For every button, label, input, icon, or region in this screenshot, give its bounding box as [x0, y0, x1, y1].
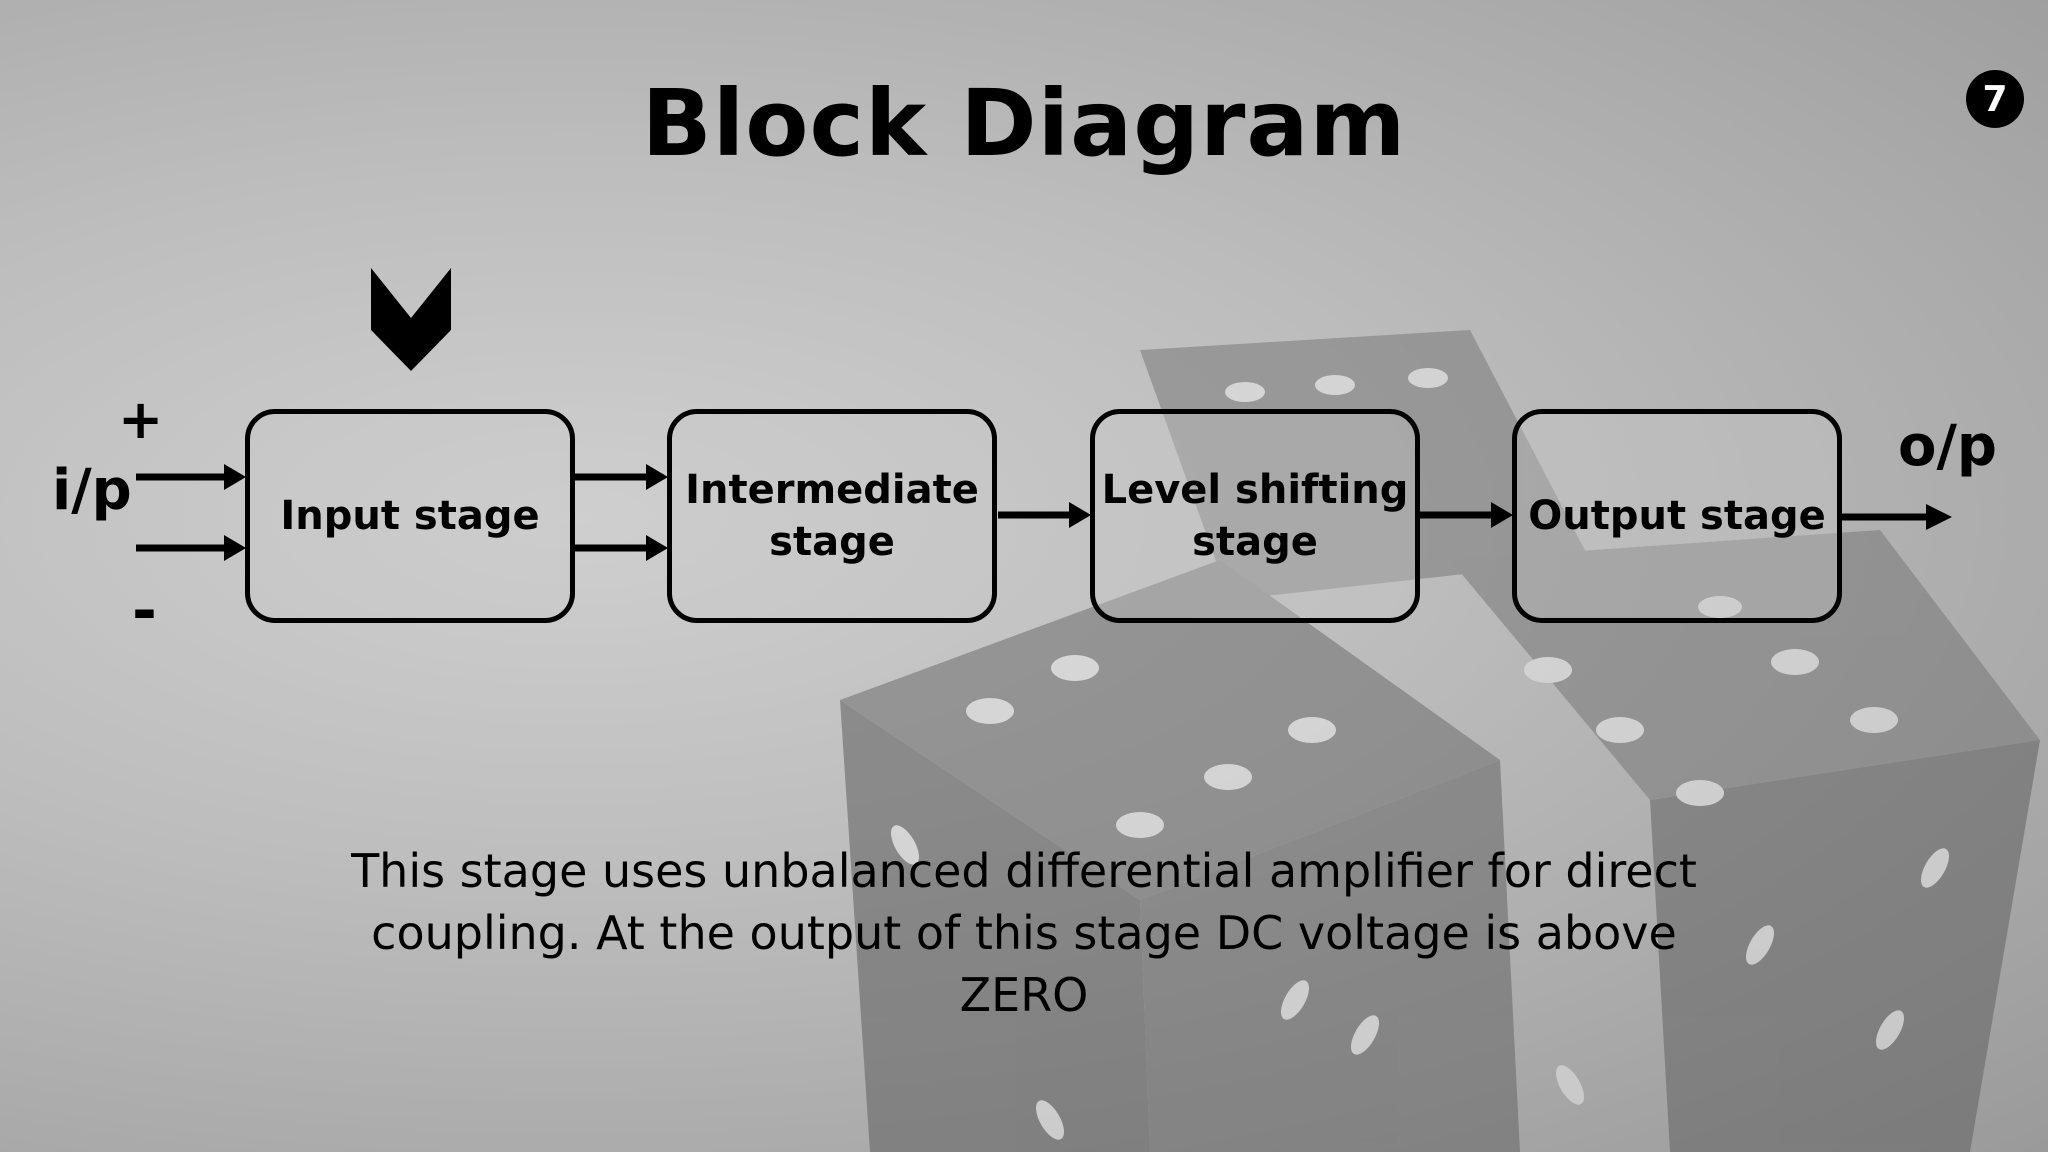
block-label: Input stage: [280, 493, 540, 539]
chevron-down-icon: [371, 268, 451, 371]
stage-description: This stage uses unbalanced differential …: [351, 844, 1697, 1022]
block-label: Output stage: [1528, 493, 1826, 539]
block-output-stage: Output stage: [1512, 409, 1842, 623]
slide-title: Block Diagram: [641, 70, 1407, 177]
block-level-shifting-stage: Level shifting stage: [1090, 409, 1420, 623]
page-number-badge: 7: [1966, 70, 2024, 128]
minus-sign: -: [132, 576, 157, 646]
plus-sign: +: [118, 388, 164, 451]
block-label: Level shifting stage: [1101, 467, 1409, 565]
block-input-stage: Input stage: [245, 409, 575, 623]
input-label: i/p: [52, 458, 132, 523]
block-label: Intermediate stage: [685, 467, 979, 565]
block-intermediate-stage: Intermediate stage: [667, 409, 997, 623]
output-label: o/p: [1898, 414, 1998, 479]
